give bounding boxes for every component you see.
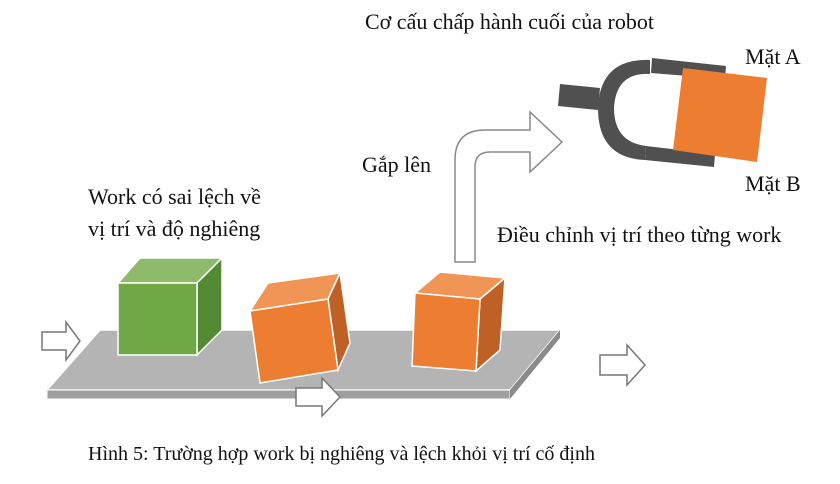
work-deviation-label-2: vị trí và độ nghiêng bbox=[88, 216, 261, 241]
work-cube-offset bbox=[411, 271, 507, 373]
work-deviation-label-1: Work có sai lệch về bbox=[88, 184, 261, 209]
face-a-label: Mặt A bbox=[745, 44, 801, 69]
face-b-label: Mặt B bbox=[745, 171, 801, 196]
gripped-work-cube bbox=[673, 68, 767, 162]
figure-caption: Hình 5: Trường hợp work bị nghiêng và lệ… bbox=[88, 443, 595, 465]
adjust-label: Điều chỉnh vị trí theo từng work bbox=[497, 222, 782, 247]
work-cube-tilted bbox=[248, 270, 351, 384]
arrow-mid-icon bbox=[295, 376, 342, 418]
pick-up-label: Gắp lên bbox=[362, 152, 432, 177]
arrow-in-icon bbox=[41, 319, 81, 363]
pick-up-arrow-icon bbox=[454, 110, 564, 263]
arrow-out-icon bbox=[599, 343, 647, 387]
work-cube-green bbox=[116, 256, 224, 357]
flow-arrows bbox=[41, 319, 647, 418]
end-effector-title: Cơ cấu chấp hành cuối của robot bbox=[365, 9, 654, 34]
